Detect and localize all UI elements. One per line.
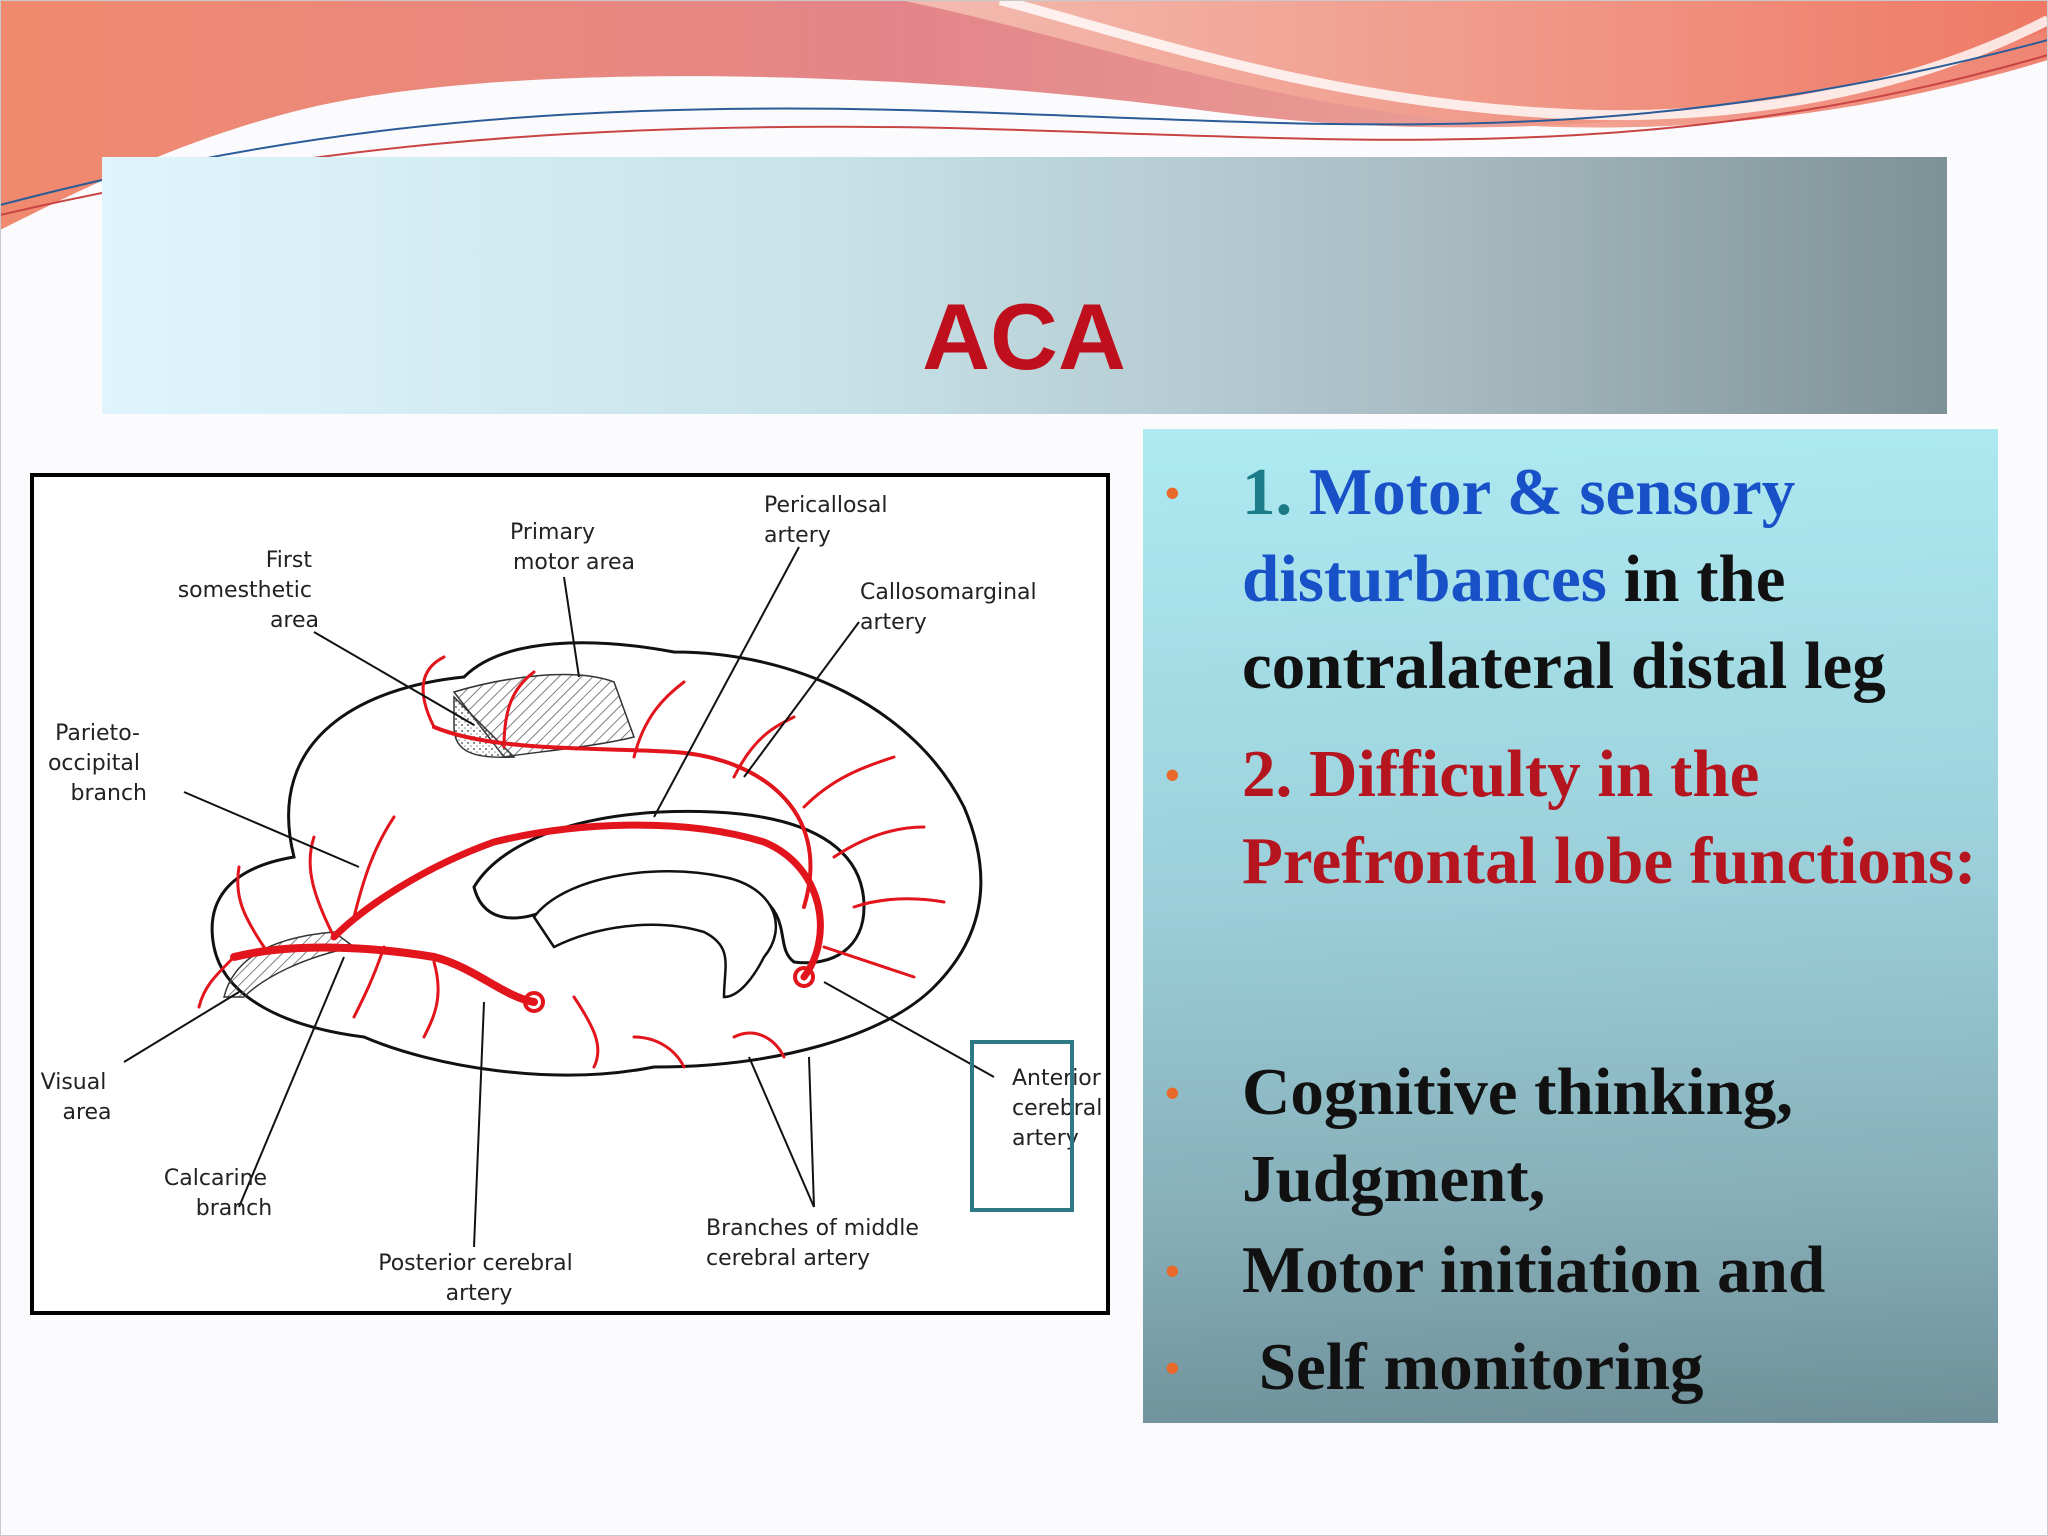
bullet-text: Self monitoring xyxy=(1242,1330,1704,1404)
bullet-text: Cognitive thinking, Judgment, xyxy=(1242,1055,1794,1216)
primary-motor-area-hatched xyxy=(452,673,635,758)
label-parieto-occipital-branch: Parieto- occipital branch xyxy=(48,721,147,806)
leader-lines xyxy=(123,546,995,1248)
label-first-somesthetic-area: First somesthetic area xyxy=(178,548,319,633)
slide-title: ACA xyxy=(922,284,1126,389)
label-branches-of-middle-cerebral-artery: Branches of middle cerebral artery xyxy=(706,1216,926,1271)
bullet-dot: • xyxy=(1165,469,1180,516)
label-calcarine-branch: Calcarine branch xyxy=(164,1166,274,1221)
arteries xyxy=(197,655,946,1069)
posterior-cerebral-artery-path xyxy=(230,943,538,1006)
bullet-detail: in the contralateral distal leg xyxy=(1242,542,1886,703)
bullet-heading: 2. Difficulty in the Prefrontal lobe fun… xyxy=(1242,737,1977,898)
inner-structure xyxy=(532,870,778,999)
label-anterior-cerebral-artery: Anterior cerebral artery xyxy=(1012,1066,1106,1151)
bullet-heading: Motor & sensory disturbances xyxy=(1242,455,1796,616)
brain-diagram-figure: First somesthetic area Primary motor are… xyxy=(30,473,1110,1315)
bullet-dot: • xyxy=(1165,751,1180,798)
bullet-text: Motor initiation and xyxy=(1242,1233,1826,1307)
label-callosomarginal-artery: Callosomarginal artery xyxy=(860,580,1044,635)
text-panel: • 1. Motor & sensory disturbances in the… xyxy=(1143,429,1998,1423)
anterior-cerebral-artery-highlight-box xyxy=(970,1040,1074,1212)
label-primary-motor-area: Primary motor area xyxy=(510,520,635,575)
brain-medial-view-diagram: First somesthetic area Primary motor are… xyxy=(41,493,1106,1306)
bullet-dot: • xyxy=(1165,1069,1180,1116)
bullet-dot: • xyxy=(1165,1247,1180,1294)
pericallosal-artery-path xyxy=(330,821,824,981)
title-band xyxy=(102,157,1947,414)
label-pericallosal-artery: Pericallosal artery xyxy=(764,493,895,548)
label-posterior-cerebral-artery: Posterior cerebral artery xyxy=(378,1251,580,1306)
label-visual-area: Visual area xyxy=(41,1070,114,1125)
bullet-dot: • xyxy=(1165,1344,1180,1391)
decorative-wave-header xyxy=(0,0,2048,230)
bullet-number: 1. xyxy=(1242,455,1309,529)
